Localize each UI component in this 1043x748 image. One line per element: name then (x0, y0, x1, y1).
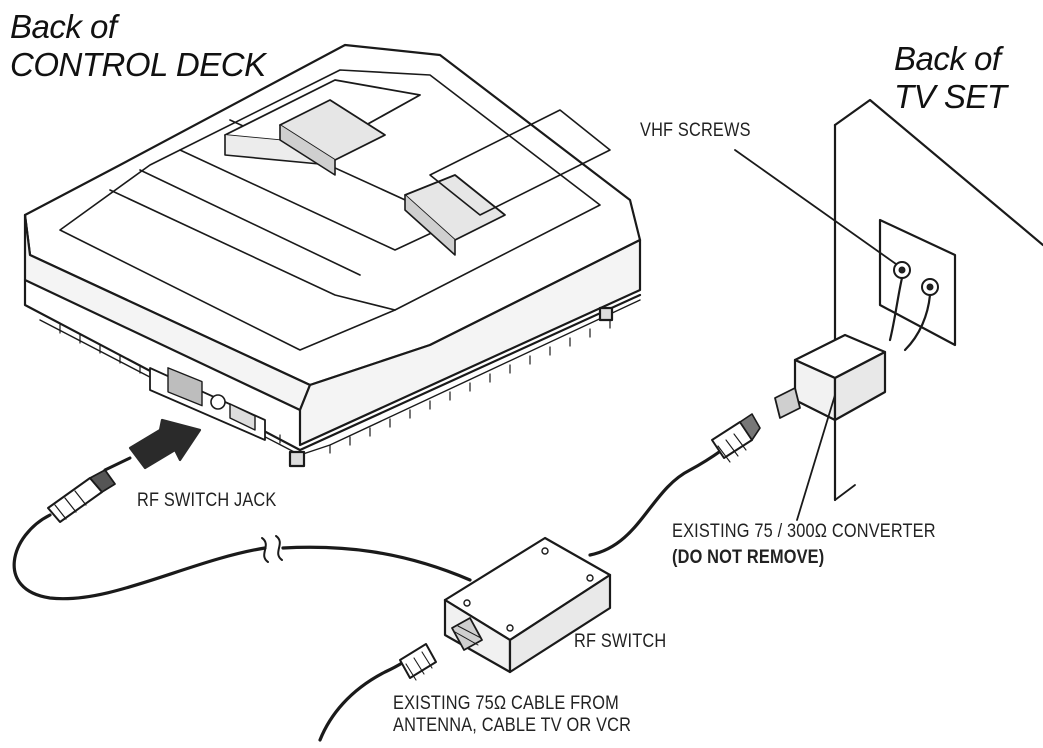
rf-plug-deck-end (47, 456, 132, 523)
antenna-cable-label-line1: EXISTING 75Ω CABLE FROM (393, 693, 619, 714)
control-deck-title: Back of CONTROL DECK (10, 8, 266, 84)
rf-switch-box (443, 536, 612, 674)
control-deck-illustration (23, 43, 642, 468)
converter-note-label: (DO NOT REMOVE) (672, 547, 825, 568)
rf-switch-jack-label: RF SWITCH JACK (137, 490, 277, 511)
tv-set-title-line1: Back of (894, 40, 1001, 77)
tv-set-title-line2: TV SET (894, 77, 1007, 115)
insert-arrow (128, 418, 202, 470)
cable-rf-switch-to-converter (588, 413, 761, 557)
tv-set-title: Back of TV SET (894, 40, 1007, 116)
control-deck-title-line2: CONTROL DECK (10, 45, 266, 83)
rf-switch-label: RF SWITCH (574, 631, 667, 652)
antenna-cable-label-line2: ANTENNA, CABLE TV OR VCR (393, 714, 632, 736)
leader-lines (734, 149, 897, 521)
cable-deck-to-rf-switch (12, 513, 472, 601)
leader-converter (796, 394, 836, 521)
control-deck-title-line1: Back of (10, 8, 117, 45)
converter-75-300 (774, 276, 932, 422)
vhf-screws-label: VHF SCREWS (640, 120, 751, 141)
antenna-cable (318, 643, 437, 742)
converter-label: EXISTING 75 / 300Ω CONVERTER (672, 521, 936, 542)
tv-set-illustration (833, 98, 1043, 502)
leader-vhf-screws (734, 149, 897, 265)
antenna-cable-label: EXISTING 75Ω CABLE FROM ANTENNA, CABLE T… (393, 693, 631, 737)
